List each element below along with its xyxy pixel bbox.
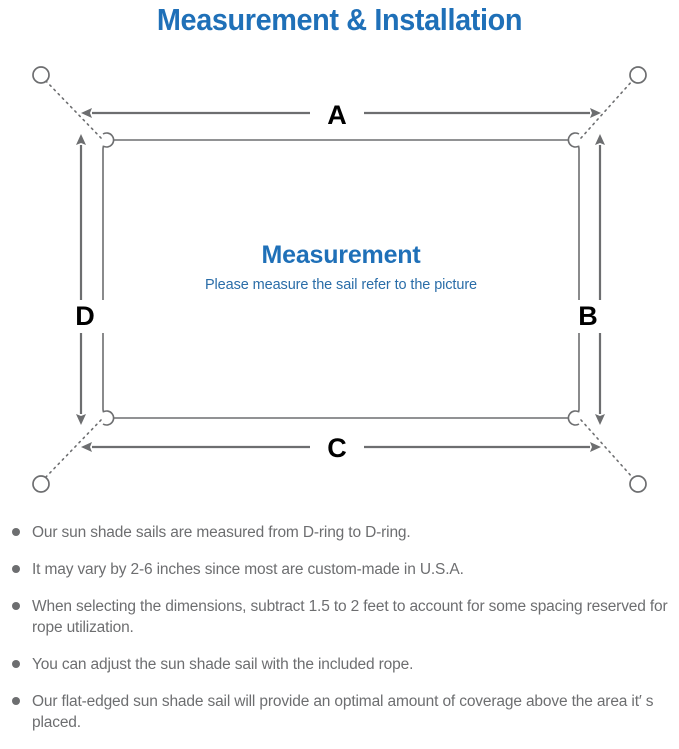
list-item-text: You can adjust the sun shade sail with t… xyxy=(32,656,414,673)
list-item-text: It may vary by 2-6 inches since most are… xyxy=(32,561,464,578)
d-ring-top-left xyxy=(102,132,115,148)
rope-top-right xyxy=(580,79,634,139)
list-item: When selecting the dimensions, subtract … xyxy=(0,596,679,638)
bullet-dot-icon xyxy=(12,565,20,573)
list-item-text: Our flat-edged sun shade sail will provi… xyxy=(32,693,654,731)
sail-diagram-svg xyxy=(32,66,647,493)
dimension-label-a: A xyxy=(310,99,364,132)
rope-bottom-right xyxy=(580,419,634,479)
sail-diagram: Measurement Please measure the sail refe… xyxy=(0,44,679,514)
bullet-dot-icon xyxy=(12,528,20,536)
rope-bottom-left xyxy=(44,419,102,479)
notes-list: Our sun shade sails are measured from D-… xyxy=(0,522,679,749)
list-item-text: When selecting the dimensions, subtract … xyxy=(32,598,668,636)
d-ring-bottom-right xyxy=(567,410,580,426)
d-ring-top-right xyxy=(567,132,580,148)
page-title: Measurement & Installation xyxy=(156,2,523,37)
bullet-dot-icon xyxy=(12,660,20,668)
list-item-text: Our sun shade sails are measured from D-… xyxy=(32,524,411,541)
dimension-label-d: D xyxy=(63,300,107,333)
bullet-dot-icon xyxy=(12,602,20,610)
anchor-ring-bottom-left xyxy=(32,475,50,493)
dimension-label-b: B xyxy=(566,300,610,333)
list-item: Our flat-edged sun shade sail will provi… xyxy=(0,691,679,733)
list-item: Our sun shade sails are measured from D-… xyxy=(0,522,679,543)
list-item: It may vary by 2-6 inches since most are… xyxy=(0,559,679,580)
bullet-dot-icon xyxy=(12,697,20,705)
anchor-ring-top-left xyxy=(32,66,50,84)
dimension-label-c: C xyxy=(310,432,364,465)
sail-panel-outline xyxy=(102,139,580,419)
anchor-ring-top-right xyxy=(629,66,647,84)
list-item: You can adjust the sun shade sail with t… xyxy=(0,654,679,675)
d-ring-bottom-left xyxy=(102,410,115,426)
rope-top-left xyxy=(44,79,102,139)
anchor-ring-bottom-right xyxy=(629,475,647,493)
